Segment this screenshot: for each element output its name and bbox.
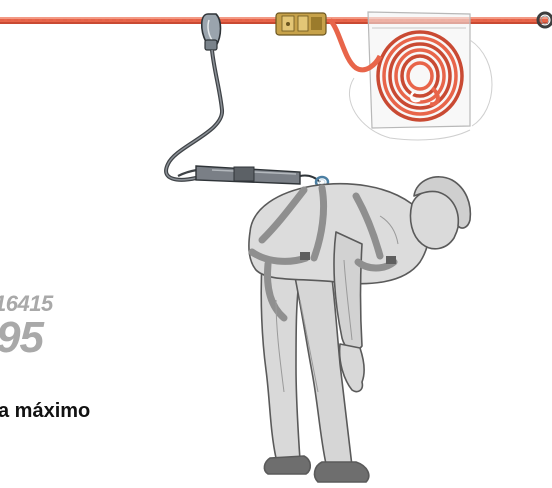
rope-grab-icon (276, 13, 326, 35)
shock-absorber (196, 166, 320, 184)
worker-back-boot (264, 456, 310, 474)
caption-text: a máximo (0, 400, 90, 423)
worker-hand (340, 344, 365, 392)
snap-hook-icon (202, 14, 221, 50)
lanyard (166, 50, 222, 180)
worker-arm (334, 232, 362, 351)
worker-front-boot (315, 462, 369, 482)
class-number: 95 (0, 316, 43, 360)
